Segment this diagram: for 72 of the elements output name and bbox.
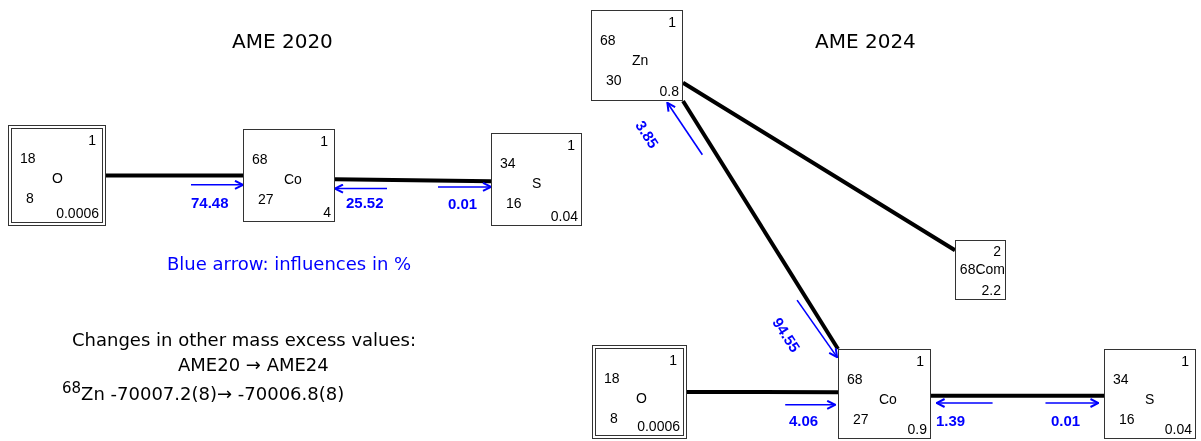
nuclide-text: S: [1145, 392, 1155, 406]
nuclide-text: Zn: [632, 53, 649, 67]
nuclide-box: [838, 349, 931, 439]
nuclide-text: 27: [853, 412, 869, 426]
connector-line: [334, 177, 492, 184]
connector-line: [681, 99, 840, 351]
arrow: [666, 101, 704, 156]
heading: AME 2024: [815, 30, 916, 53]
nuclide-text: Co: [879, 392, 897, 406]
nuclide-text: 1: [567, 138, 575, 152]
nuclide-text: 18: [20, 151, 36, 165]
edge-label: 0.01: [1050, 413, 1082, 428]
nuclide-box: [592, 345, 687, 439]
arrow: [190, 179, 244, 190]
arrow: [935, 398, 994, 408]
note-text: Changes in other mass excess values:: [72, 330, 416, 351]
note-text: $^{68}$Zn -70007.2(8)→ -70006.8(8): [62, 380, 345, 405]
nuclide-text: 4: [323, 205, 331, 219]
nuclide-text: 8: [26, 191, 34, 205]
connector-line: [681, 81, 957, 252]
nuclide-box: [8, 125, 106, 226]
nuclide-text: 1: [1181, 354, 1189, 368]
nuclide-text: 30: [606, 73, 622, 87]
nuclide-text: 27: [258, 192, 274, 206]
note: Blue arrow: influences in %: [167, 254, 412, 275]
arrow: [796, 299, 839, 359]
nuclide-text: 0.0006: [637, 419, 680, 433]
nuclide-text: 0.8: [659, 84, 679, 98]
nuclide-text: 1: [668, 15, 676, 29]
nuclide-text: 1: [669, 353, 677, 367]
nuclide-text: 0.0006: [56, 206, 99, 220]
connector-line: [931, 393, 1104, 398]
nuclide-text: 1: [916, 354, 924, 368]
nuclide-text: 0.04: [1164, 422, 1192, 436]
nuclide-text: S: [532, 176, 542, 190]
nuclide-text: 68: [847, 372, 863, 386]
arrow: [784, 399, 837, 410]
nuclide-text: O: [52, 171, 63, 185]
nuclide-text: 0.04: [550, 209, 578, 223]
nuclide-box: [955, 240, 1006, 300]
nuclide-box: [491, 133, 582, 226]
edge-label: 25.52: [345, 195, 385, 210]
note-text: AME20 → AME24: [178, 355, 329, 376]
nuclide-text: 1: [88, 133, 96, 147]
arrow: [437, 181, 492, 192]
nuclide-text: 8: [610, 411, 618, 425]
edge-label: 4.06: [788, 413, 820, 428]
edge-label: 74.48: [190, 195, 230, 210]
nuclide-text: 34: [1113, 372, 1129, 386]
nuclide-text: 68: [600, 33, 616, 47]
nuclide-text: 1: [320, 134, 328, 148]
nuclide-text: 68Com: [959, 262, 1005, 276]
nuclide-text: Co: [284, 172, 302, 186]
nuclide-text: 16: [506, 196, 522, 210]
connector-line: [106, 173, 243, 178]
nuclide-text: 34: [500, 156, 516, 170]
nuclide-box: [591, 10, 683, 101]
edge-label: 1.39: [935, 413, 967, 428]
nuclide-box: [1104, 349, 1196, 439]
edge-label: 0.01: [447, 196, 479, 211]
arrow: [334, 183, 388, 194]
nuclide-text: 16: [1119, 412, 1135, 426]
nuclide-text: 18: [604, 371, 620, 385]
nuclide-text: 2.2: [981, 283, 1001, 297]
nuclide-text: 68: [252, 152, 268, 166]
nuclide-text: 0.9: [907, 422, 927, 436]
connector-line: [687, 390, 838, 395]
heading: AME 2020: [232, 30, 333, 53]
arrow: [1044, 398, 1100, 408]
nuclide-box: [243, 129, 335, 222]
nuclide-text: 2: [993, 244, 1001, 258]
nuclide-text: O: [636, 391, 647, 405]
